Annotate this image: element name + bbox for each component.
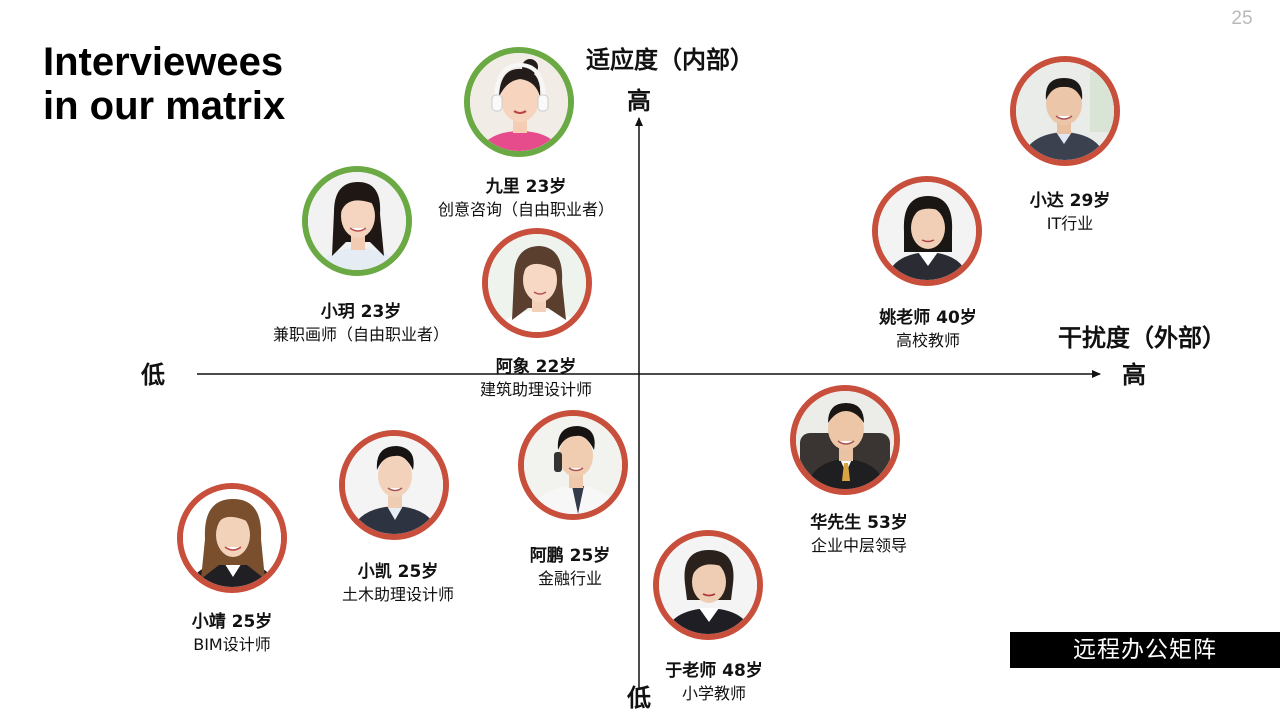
person-name-jiuli: 九里 23岁 — [485, 177, 567, 197]
person-role-hua: 企业中层领导 — [810, 536, 907, 555]
slide-title: Interviewees in our matrix — [43, 40, 423, 128]
person-role-yu: 小学教师 — [681, 684, 746, 703]
person-photo-xiaoda — [1010, 56, 1120, 166]
person-role-apeng: 金融行业 — [537, 569, 602, 588]
person-name-apeng: 阿鹏 25岁 — [529, 546, 611, 566]
slide-title-line-2: in our matrix — [43, 84, 286, 128]
person-role-xiaojing: BIM设计师 — [193, 635, 271, 654]
person-role-yao: 高校教师 — [895, 331, 960, 350]
vertical-axis-title: 适应度（内部） — [586, 46, 754, 74]
person-role-xiaoda: IT行业 — [1046, 214, 1094, 233]
person-role-axiang: 建筑助理设计师 — [479, 380, 592, 399]
slide-title-line-1: Interviewees — [43, 40, 284, 84]
horizontal-axis-low-label: 低 — [141, 361, 165, 389]
person-photo-yu — [653, 530, 763, 640]
horizontal-axis-title: 干扰度（外部） — [1058, 324, 1226, 352]
person-name-xiaojing: 小靖 25岁 — [191, 612, 273, 632]
page-number: 25 — [1231, 8, 1253, 29]
matrix-badge: 远程办公矩阵 — [1010, 632, 1280, 668]
vertical-axis-high-label: 高 — [627, 87, 651, 115]
person-photo-xiaojing — [177, 483, 287, 593]
person-name-yao: 姚老师 40岁 — [879, 308, 977, 328]
person-photo-apeng — [518, 410, 628, 520]
person-name-axiang: 阿象 22岁 — [495, 357, 577, 377]
person-photo-yao — [872, 176, 982, 286]
person-role-jiuli: 创意咨询（自由职业者） — [437, 200, 614, 219]
person-photo-jiuli — [464, 47, 574, 157]
person-name-xiaoda: 小达 29岁 — [1029, 191, 1111, 211]
person-role-xiaoyue: 兼职画师（自由职业者） — [272, 325, 449, 344]
horizontal-axis-high-label: 高 — [1122, 361, 1146, 389]
person-photo-hua — [790, 385, 900, 495]
person-name-xiaoyue: 小玥 23岁 — [320, 302, 402, 322]
person-photo-xiaokai — [339, 430, 449, 540]
person-role-xiaokai: 土木助理设计师 — [341, 585, 454, 604]
person-photo-axiang — [482, 228, 592, 338]
person-name-hua: 华先生 53岁 — [810, 513, 908, 533]
person-name-xiaokai: 小凯 25岁 — [357, 562, 439, 582]
person-photo-xiaoyue — [302, 166, 412, 276]
person-name-yu: 于老师 48岁 — [665, 661, 763, 681]
vertical-axis-low-label: 低 — [627, 684, 651, 712]
